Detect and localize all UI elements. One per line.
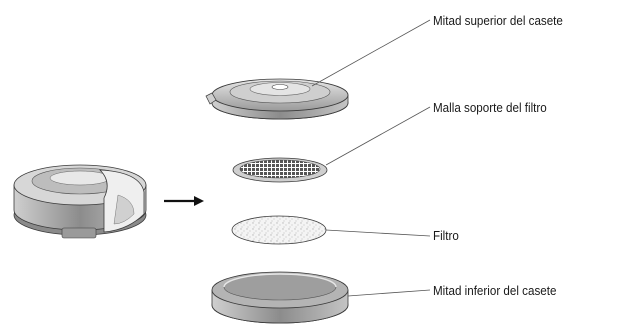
label-filter: Filtro — [433, 229, 459, 243]
leader-lines — [312, 20, 430, 296]
right-arrow-icon — [164, 196, 204, 206]
label-top-half: Mitad superior del casete — [433, 14, 563, 28]
leader-line-bottom-half — [348, 290, 430, 296]
assembled-cassette-icon — [14, 165, 146, 238]
label-bottom-half: Mitad inferior del casete — [433, 284, 556, 298]
leader-line-filter — [326, 230, 430, 236]
leader-line-top-half — [312, 20, 430, 86]
cassette-top-half-icon — [206, 79, 348, 119]
filter-disc-icon — [232, 216, 326, 244]
cassette-bottom-half-icon — [212, 272, 348, 323]
label-filter-support-mesh: Malla soporte del filtro — [433, 101, 547, 115]
leader-line-mesh — [326, 107, 430, 165]
filter-support-mesh-icon — [233, 158, 327, 182]
